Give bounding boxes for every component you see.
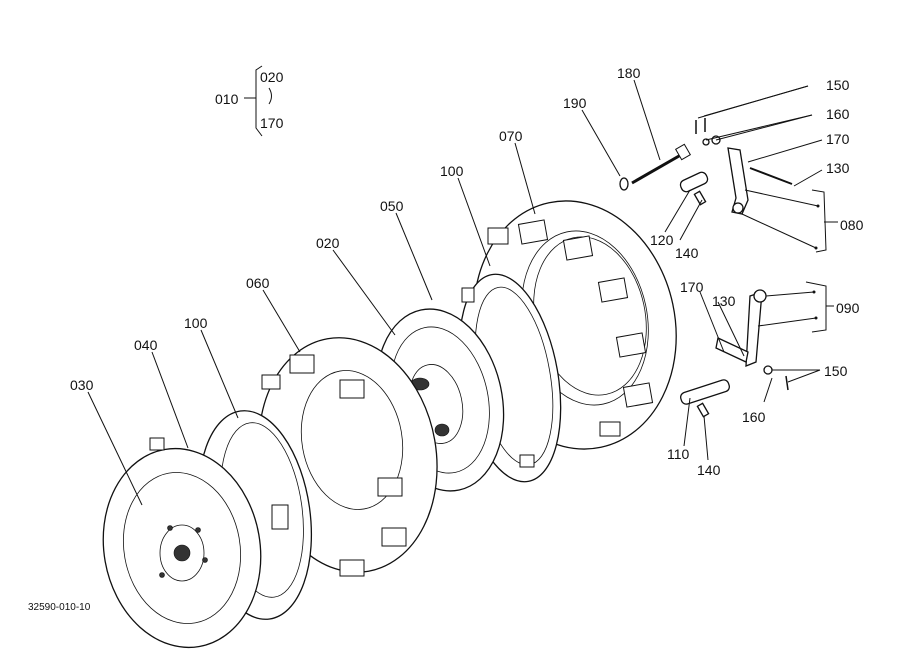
- callout-140-lower: 140: [697, 462, 721, 478]
- leader-lines: [87, 79, 838, 506]
- callout-050: 050: [380, 198, 404, 214]
- callout-040: 040: [134, 337, 158, 353]
- callout-150-lower: 150: [824, 363, 848, 379]
- callout-070: 070: [499, 128, 523, 144]
- callout-170-lower: 170: [680, 279, 704, 295]
- part-120-link-plate: [679, 171, 709, 193]
- callout-190: 190: [563, 95, 587, 111]
- part-190-washer: [619, 177, 629, 191]
- callout-140-upper: 140: [675, 245, 699, 261]
- callout-120: 120: [650, 232, 674, 248]
- callout-130-upper: 130: [826, 160, 850, 176]
- callout-160-upper: 160: [826, 106, 850, 122]
- callout-030: 030: [70, 377, 94, 393]
- part-150-cotter-pins: [695, 118, 789, 391]
- callout-060: 060: [246, 275, 270, 291]
- drawing-code: 32590-010-10: [28, 602, 91, 613]
- callout-020: 020: [316, 235, 340, 251]
- callout-100-lower: 100: [184, 315, 208, 331]
- callout-160-lower: 160: [742, 409, 766, 425]
- group-last-code: 170: [260, 115, 284, 131]
- callout-100-upper: 100: [440, 163, 464, 179]
- part-180-bolt: [631, 143, 692, 185]
- part-140-pin-upper: [693, 190, 707, 206]
- callout-170-upper: 170: [826, 131, 850, 147]
- part-030-main-clutch-disc: [102, 437, 262, 649]
- callout-090: 090: [836, 300, 860, 316]
- leader-dots: [812, 204, 820, 320]
- group-first-code: 020: [260, 69, 284, 85]
- part-140-pin-lower: [696, 402, 710, 418]
- group-bracket: [244, 65, 272, 137]
- callout-180: 180: [617, 65, 641, 81]
- callout-150-upper: 150: [826, 77, 850, 93]
- callout-130-lower: 130: [712, 293, 736, 309]
- group-main-code: 010: [215, 91, 239, 107]
- part-110-link-plate: [680, 379, 730, 405]
- part-080-lever-upper: [702, 135, 793, 215]
- callout-080: 080: [840, 217, 864, 233]
- callout-110: 110: [667, 446, 690, 462]
